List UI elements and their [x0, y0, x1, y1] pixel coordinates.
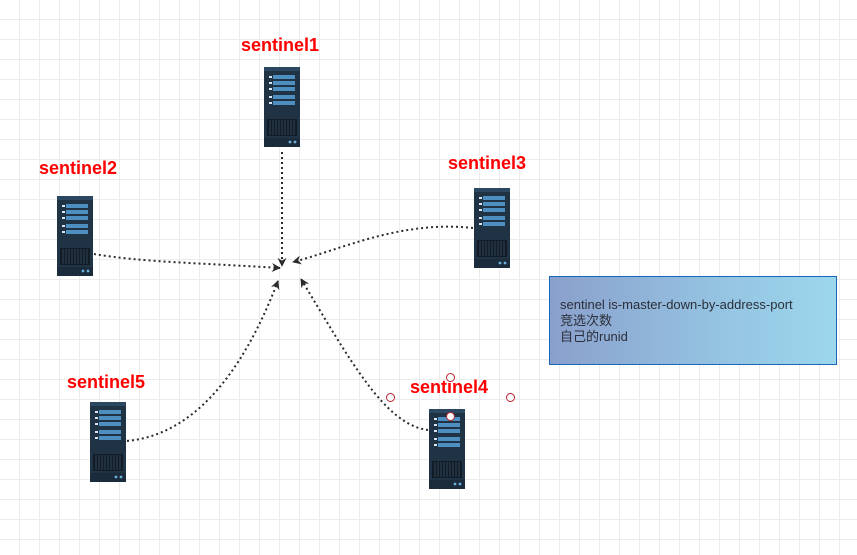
note-line-command: sentinel is-master-down-by-address-port [560, 297, 793, 312]
note-line-election-count: 竞选次数 [560, 313, 613, 328]
sentinel3-server-icon[interactable] [474, 188, 510, 268]
sentinel1-server-icon[interactable] [264, 67, 300, 147]
edge-sentinel2-center[interactable] [93, 253, 281, 272]
selection-handle-right[interactable] [506, 393, 515, 402]
sentinel4-server-icon[interactable] [429, 409, 465, 489]
node-label-sentinel2[interactable]: sentinel2 [39, 158, 118, 178]
selection-handle-bottom[interactable] [446, 412, 455, 421]
node-label-sentinel4[interactable]: sentinel4 [410, 377, 489, 397]
server-icon [474, 188, 510, 268]
server-icon [429, 409, 465, 489]
node-label-sentinel5[interactable]: sentinel5 [67, 372, 146, 392]
selection-handle-top[interactable] [446, 373, 455, 382]
edge-sentinel3-center[interactable] [292, 225, 474, 265]
selection-handle-left[interactable] [386, 393, 395, 402]
node-label-sentinel3[interactable]: sentinel3 [448, 153, 527, 173]
sentinel5-server-icon[interactable] [90, 402, 126, 482]
edge-sentinel5-center[interactable] [126, 280, 280, 442]
server-icon [57, 196, 93, 276]
server-icon [264, 67, 300, 147]
sentinel2-server-icon[interactable] [57, 196, 93, 276]
edge-sentinel4-center[interactable] [300, 278, 429, 431]
note-box[interactable]: sentinel is-master-down-by-address-port … [549, 276, 837, 365]
node-label-sentinel1[interactable]: sentinel1 [241, 35, 320, 55]
note-line-runid: 自己的runid [560, 329, 628, 344]
server-icon [90, 402, 126, 482]
